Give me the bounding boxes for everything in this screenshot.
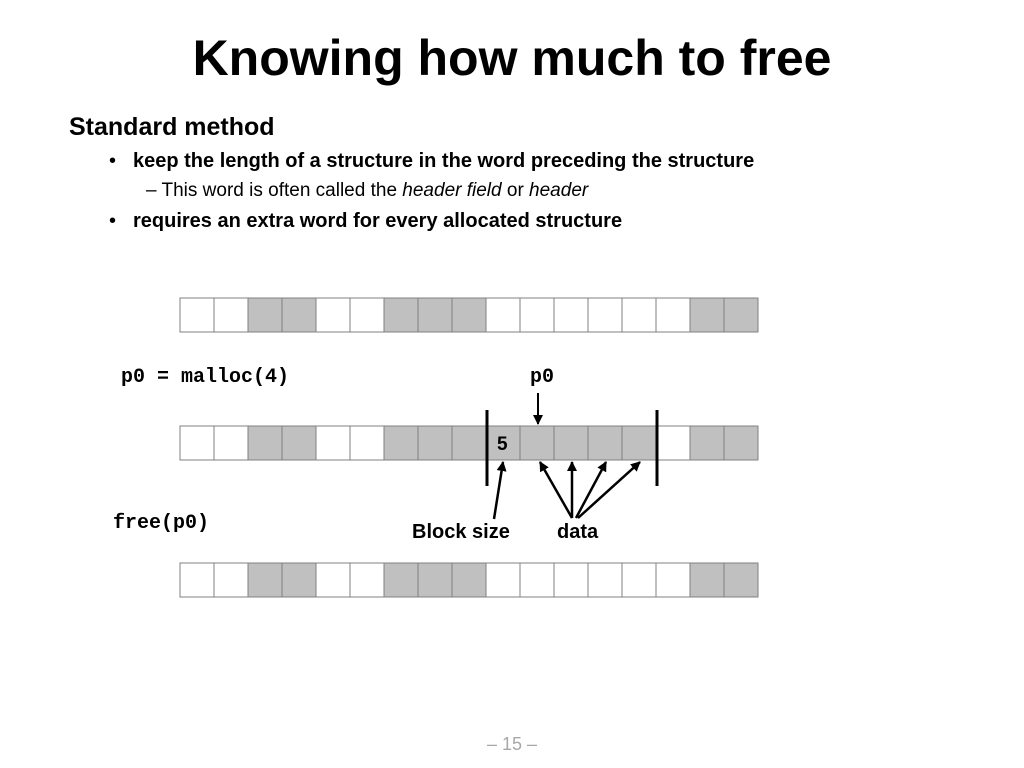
bullet-glyph: •	[109, 150, 117, 172]
allocated-word-cell	[723, 562, 759, 598]
heap-row-initial	[179, 297, 759, 333]
allocated-word-cell	[723, 425, 759, 461]
data-arrow-3	[574, 461, 608, 519]
free-word-cell	[587, 297, 623, 333]
slide-title: Knowing how much to free	[192, 30, 832, 86]
allocated-word-cell	[247, 297, 283, 333]
allocated-word-cell	[383, 297, 419, 333]
allocated-word-cell	[417, 425, 453, 461]
allocated-word-cell	[383, 562, 419, 598]
sub-point-header-field: – This word is often called the header f…	[146, 179, 588, 203]
free-word-cell	[315, 562, 351, 598]
bullet-point-1: • keep the length of a structure in the …	[109, 149, 755, 173]
free-call-caption: free(p0)	[113, 512, 210, 535]
heap-row-after-free	[179, 562, 759, 598]
allocated-word-cell	[723, 297, 759, 333]
allocated-word-cell	[451, 297, 487, 333]
free-word-cell	[315, 425, 351, 461]
standard-method-heading: Standard method	[69, 113, 275, 141]
heap-row-after-malloc	[179, 425, 759, 461]
bullet-text-1: keep the length of a structure in the wo…	[133, 150, 755, 172]
free-word-cell	[213, 425, 249, 461]
allocated-word-cell	[281, 297, 317, 333]
allocated-word-cell	[621, 425, 657, 461]
allocated-word-cell	[417, 297, 453, 333]
allocated-word-cell	[281, 425, 317, 461]
allocated-word-cell	[247, 425, 283, 461]
bullet-glyph: •	[109, 210, 117, 232]
free-word-cell	[655, 425, 691, 461]
data-arrow-4	[577, 461, 641, 519]
free-word-cell	[213, 562, 249, 598]
free-word-cell	[179, 425, 215, 461]
allocated-word-cell	[383, 425, 419, 461]
free-word-cell	[519, 297, 555, 333]
free-word-cell	[485, 297, 521, 333]
allocated-word-cell	[587, 425, 623, 461]
data-arrow-1	[538, 461, 574, 519]
free-word-cell	[587, 562, 623, 598]
allocated-word-cell	[689, 297, 725, 333]
free-word-cell	[213, 297, 249, 333]
free-word-cell	[621, 562, 657, 598]
data-label: data	[557, 521, 599, 543]
free-word-cell	[349, 425, 385, 461]
term-header: header	[529, 180, 589, 201]
allocated-word-cell	[281, 562, 317, 598]
free-word-cell	[519, 562, 555, 598]
sub-point-middle: or	[501, 180, 530, 201]
free-word-cell	[315, 297, 351, 333]
block-size-arrow	[492, 461, 507, 520]
allocated-word-cell	[451, 425, 487, 461]
free-word-cell	[553, 297, 589, 333]
bullet-text-2: requires an extra word for every allocat…	[133, 210, 623, 232]
free-word-cell	[553, 562, 589, 598]
p0-pointer-label: p0	[530, 366, 555, 389]
header-value-label: 5	[497, 434, 508, 455]
free-word-cell	[655, 562, 691, 598]
free-word-cell	[349, 297, 385, 333]
free-word-cell	[621, 297, 657, 333]
allocated-word-cell	[519, 425, 555, 461]
term-header-field: header field	[402, 180, 502, 201]
allocated-word-cell	[553, 425, 589, 461]
sub-point-prefix: – This word is often called the	[146, 180, 403, 201]
block-size-label: Block size	[412, 521, 510, 543]
allocated-word-cell	[451, 562, 487, 598]
allocated-word-cell	[247, 562, 283, 598]
page-number: – 15 –	[486, 734, 538, 754]
free-word-cell	[179, 562, 215, 598]
malloc-call-caption: p0 = malloc(4)	[121, 366, 290, 389]
free-word-cell	[179, 297, 215, 333]
bullet-point-2: • requires an extra word for every alloc…	[109, 209, 623, 233]
free-word-cell	[485, 562, 521, 598]
allocated-word-cell	[417, 562, 453, 598]
free-word-cell	[349, 562, 385, 598]
allocated-word-cell	[689, 562, 725, 598]
allocated-word-cell	[689, 425, 725, 461]
free-word-cell	[655, 297, 691, 333]
